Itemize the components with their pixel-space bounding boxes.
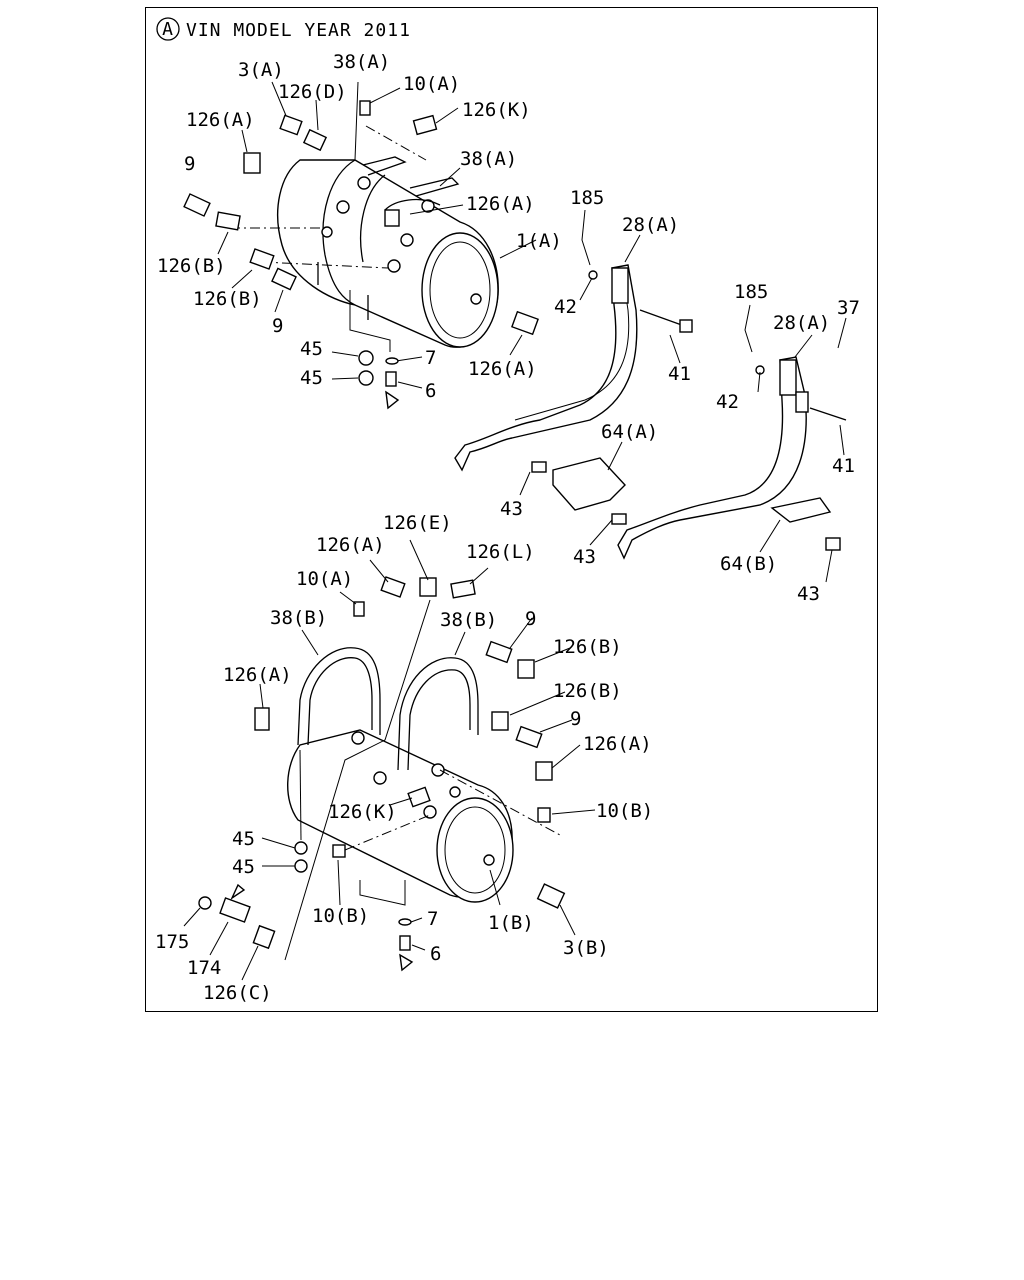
callout-labels: 3(A) 38(A) 126(D) 10(A) 126(A) 126(K) 9 …	[155, 51, 860, 1004]
header: A VIN MODEL YEAR 2011	[156, 17, 411, 41]
header-title: VIN MODEL YEAR 2011	[186, 20, 411, 41]
callout-label: 43	[573, 546, 596, 568]
callout-label: 41	[832, 455, 855, 477]
callout-label: 43	[500, 498, 523, 520]
callout-label: 42	[554, 296, 577, 318]
callout-label: 174	[187, 957, 221, 979]
callout-label: 185	[570, 187, 604, 209]
callout-label: 45	[300, 367, 323, 389]
callout-label: 45	[232, 828, 255, 850]
callout-label: 126(B)	[193, 288, 262, 310]
callout-label: 126(A)	[223, 664, 292, 686]
callout-label: 7	[425, 347, 436, 369]
callout-label: 9	[184, 153, 195, 175]
callout-label: 28(A)	[773, 312, 830, 334]
callout-label: 64(A)	[601, 421, 658, 443]
callout-label: 126(L)	[466, 541, 535, 563]
lower-bracket-28a	[617, 356, 847, 560]
callout-label: 185	[734, 281, 768, 303]
callout-label: 38(A)	[333, 51, 390, 73]
callout-label: 126(A)	[466, 193, 535, 215]
circle-a-marker-icon	[156, 17, 180, 41]
plate-64a	[531, 457, 841, 551]
callout-label: 126(B)	[553, 680, 622, 702]
callout-label: 126(C)	[203, 982, 272, 1004]
callout-label: 126(K)	[462, 99, 531, 121]
callout-label: 6	[430, 943, 441, 965]
callout-label: 9	[570, 708, 581, 730]
callout-label: 38(B)	[270, 607, 327, 629]
upper-bracket-28a	[454, 264, 693, 472]
callout-label: 1(A)	[516, 230, 562, 252]
callout-label: 10(B)	[312, 905, 369, 927]
callout-label: 126(A)	[583, 733, 652, 755]
callout-label: 3(A)	[238, 59, 284, 81]
upper-air-tank	[276, 156, 499, 348]
callout-label: 126(D)	[278, 81, 347, 103]
callout-label: 126(A)	[316, 534, 385, 556]
callout-label: 6	[425, 380, 436, 402]
callout-label: 10(B)	[596, 800, 653, 822]
callout-label: 9	[525, 608, 536, 630]
callout-label: 10(A)	[296, 568, 353, 590]
callout-label: 43	[797, 583, 820, 605]
callout-label: 126(B)	[157, 255, 226, 277]
callout-label: 45	[300, 338, 323, 360]
diagram-frame	[145, 7, 878, 1012]
callout-label: 10(A)	[403, 73, 460, 95]
callout-label: 126(E)	[383, 512, 452, 534]
callout-label: 126(A)	[186, 109, 255, 131]
callout-label: 38(A)	[460, 148, 517, 170]
header-marker: A	[162, 19, 174, 40]
callout-label: 28(A)	[622, 214, 679, 236]
callout-label: 126(B)	[553, 636, 622, 658]
callout-label: 37	[837, 297, 860, 319]
callout-label: 42	[716, 391, 739, 413]
callout-label: 7	[427, 908, 438, 930]
callout-label: 45	[232, 856, 255, 878]
callout-label: 175	[155, 931, 189, 953]
callout-label: 41	[668, 363, 691, 385]
callout-label: 126(K)	[328, 801, 397, 823]
callout-label: 3(B)	[563, 937, 609, 959]
callout-label: 9	[272, 315, 283, 337]
lower-air-tank	[287, 647, 514, 903]
callout-label: 64(B)	[720, 553, 777, 575]
callout-label: 38(B)	[440, 609, 497, 631]
callout-label: 126(A)	[468, 358, 537, 380]
callout-label: 1(B)	[488, 912, 534, 934]
